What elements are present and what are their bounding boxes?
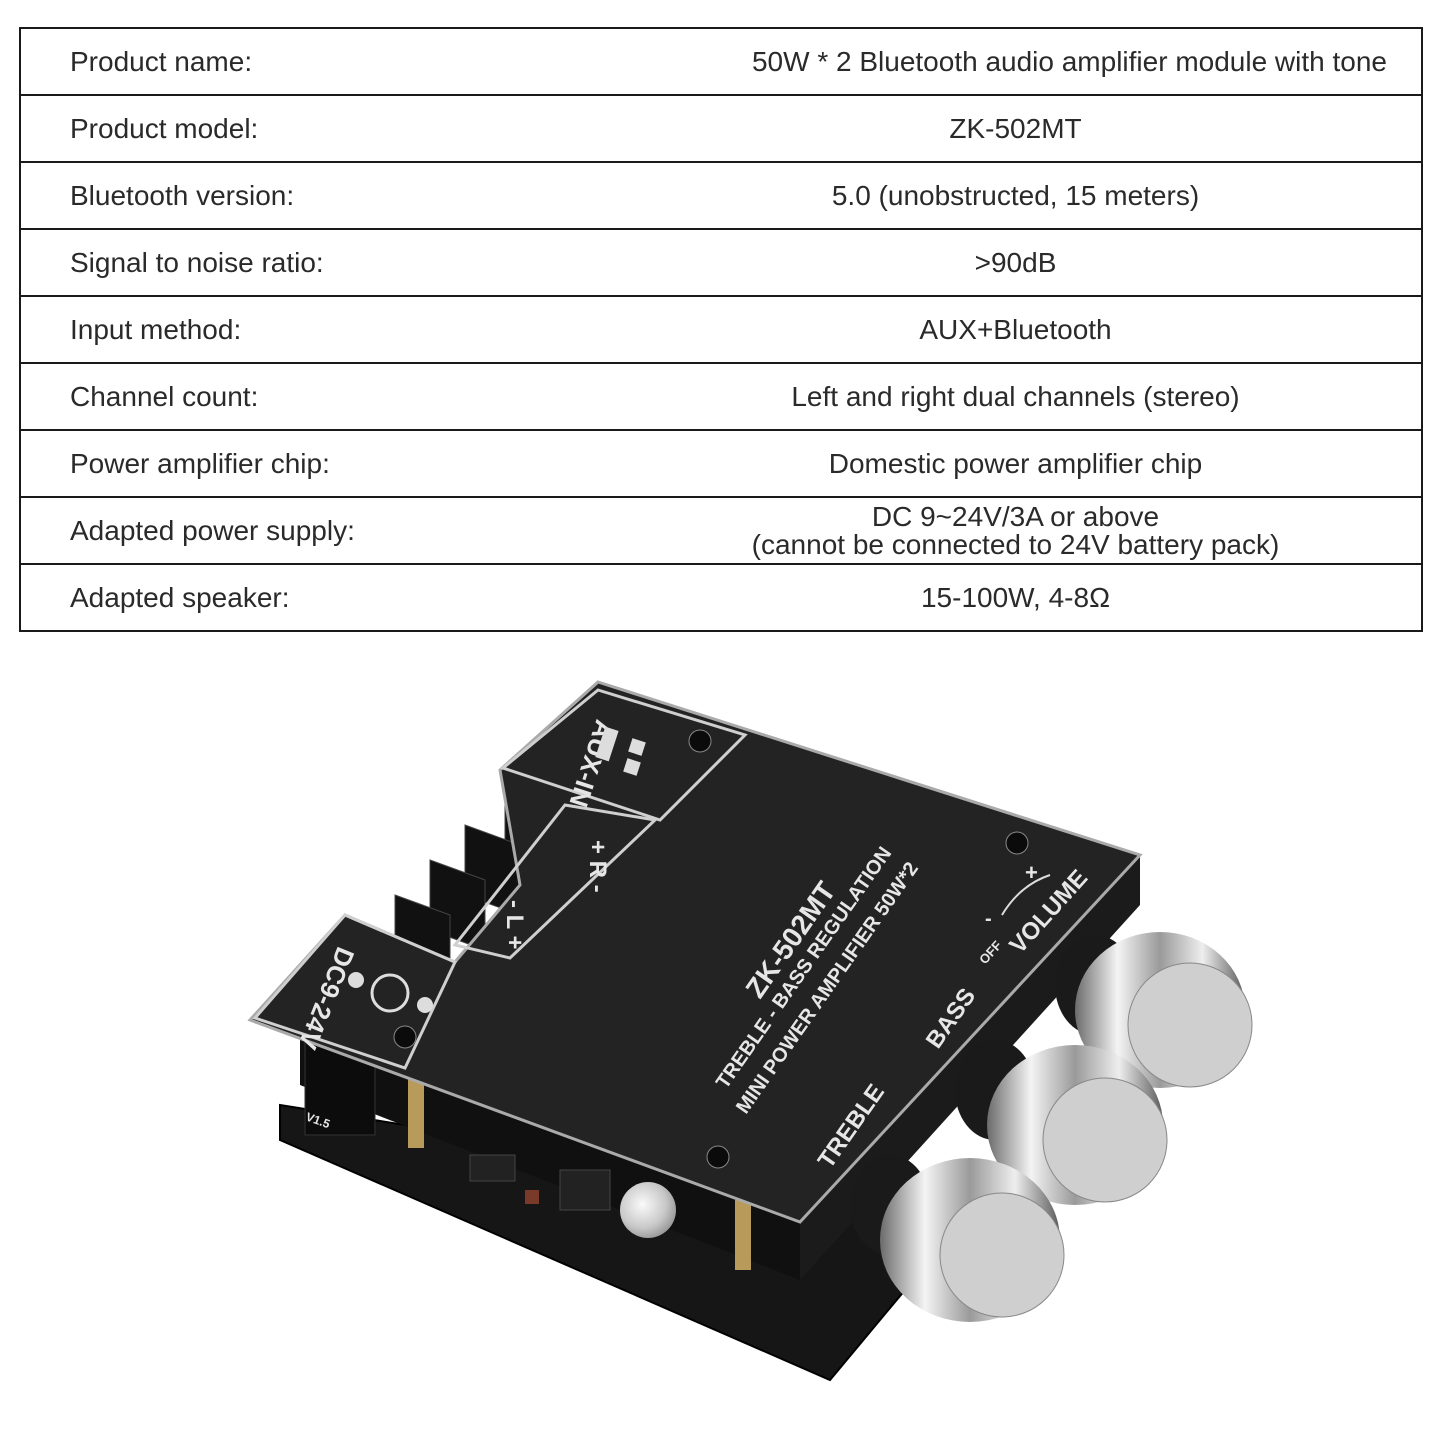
spec-label: Adapted power supply: xyxy=(20,496,630,564)
table-row: Adapted power supply: DC 9~24V/3A or abo… xyxy=(20,496,1422,564)
spec-value-multiline: DC 9~24V/3A or above (cannot be connecte… xyxy=(630,496,1422,564)
volume-plus-label: + xyxy=(1025,860,1038,885)
treble-knob xyxy=(850,1155,1065,1322)
table-row: Product name: 50W * 2 Bluetooth audio am… xyxy=(20,28,1422,95)
table-row: Adapted speaker: 15-100W, 4-8Ω xyxy=(20,563,1422,631)
table-row: Product model: ZK-502MT xyxy=(20,94,1422,162)
capacitor xyxy=(620,1182,676,1238)
spec-value: 5.0 (unobstructed, 15 meters) xyxy=(630,161,1422,229)
table-row: Channel count: Left and right dual chann… xyxy=(20,362,1422,430)
left-channel-label: - L + xyxy=(501,900,528,950)
spec-value: 50W * 2 Bluetooth audio amplifier module… xyxy=(751,45,1387,77)
right-channel-label: + R - xyxy=(584,840,611,893)
screw-icon xyxy=(393,1025,417,1049)
chip xyxy=(525,1190,539,1204)
bass-knob xyxy=(955,1040,1168,1205)
spec-label: Product model: xyxy=(20,94,630,162)
spec-label: Signal to noise ratio: xyxy=(20,228,630,296)
table-row: Signal to noise ratio: >90dB xyxy=(20,228,1422,296)
speaker-channel-panel xyxy=(452,803,659,960)
table-row: Input method: AUX+Bluetooth xyxy=(20,295,1422,363)
spec-value: 15-100W, 4-8Ω xyxy=(630,563,1422,631)
spec-value: >90dB xyxy=(630,228,1422,296)
spec-table: Product name: 50W * 2 Bluetooth audio am… xyxy=(19,27,1423,632)
spec-label: Product name: xyxy=(70,45,253,77)
volume-knob xyxy=(1055,932,1253,1088)
volume-minus-label: - xyxy=(985,908,992,930)
product-photo: V1.5 AUX-IN + R - - L + DC9-24V ZK-502MT… xyxy=(0,640,1445,1445)
aux-jack-icon xyxy=(595,726,646,776)
standoff xyxy=(408,1078,424,1148)
spec-value: Left and right dual channels (stereo) xyxy=(630,362,1422,430)
screw-icon xyxy=(1005,831,1029,855)
spec-label: Adapted speaker: xyxy=(20,563,630,631)
spec-value: Domestic power amplifier chip xyxy=(630,429,1422,497)
volume-arc-arrow xyxy=(1001,874,1051,916)
screw-icon xyxy=(688,729,712,753)
power-plug-icon xyxy=(348,972,433,1013)
spec-label: Channel count: xyxy=(20,362,630,430)
spec-value: AUX+Bluetooth xyxy=(630,295,1422,363)
aux-in-panel xyxy=(499,688,748,822)
table-row: Power amplifier chip: Domestic power amp… xyxy=(20,429,1422,497)
chip xyxy=(469,1154,516,1182)
amplifier-board-illustration: V1.5 AUX-IN + R - - L + DC9-24V ZK-502MT… xyxy=(247,680,1253,1382)
spec-value: ZK-502MT xyxy=(630,94,1422,162)
spec-label: Power amplifier chip: xyxy=(20,429,630,497)
spec-label: Bluetooth version: xyxy=(20,161,630,229)
table-row: Bluetooth version: 5.0 (unobstructed, 15… xyxy=(20,161,1422,229)
spec-value-line: (cannot be connected to 24V battery pack… xyxy=(751,528,1280,560)
spec-value-line: DC 9~24V/3A or above xyxy=(871,500,1160,532)
screw-icon xyxy=(706,1145,730,1169)
chip xyxy=(559,1169,611,1211)
standoff xyxy=(735,1200,751,1270)
spec-label: Input method: xyxy=(20,295,630,363)
power-panel xyxy=(252,913,458,1070)
